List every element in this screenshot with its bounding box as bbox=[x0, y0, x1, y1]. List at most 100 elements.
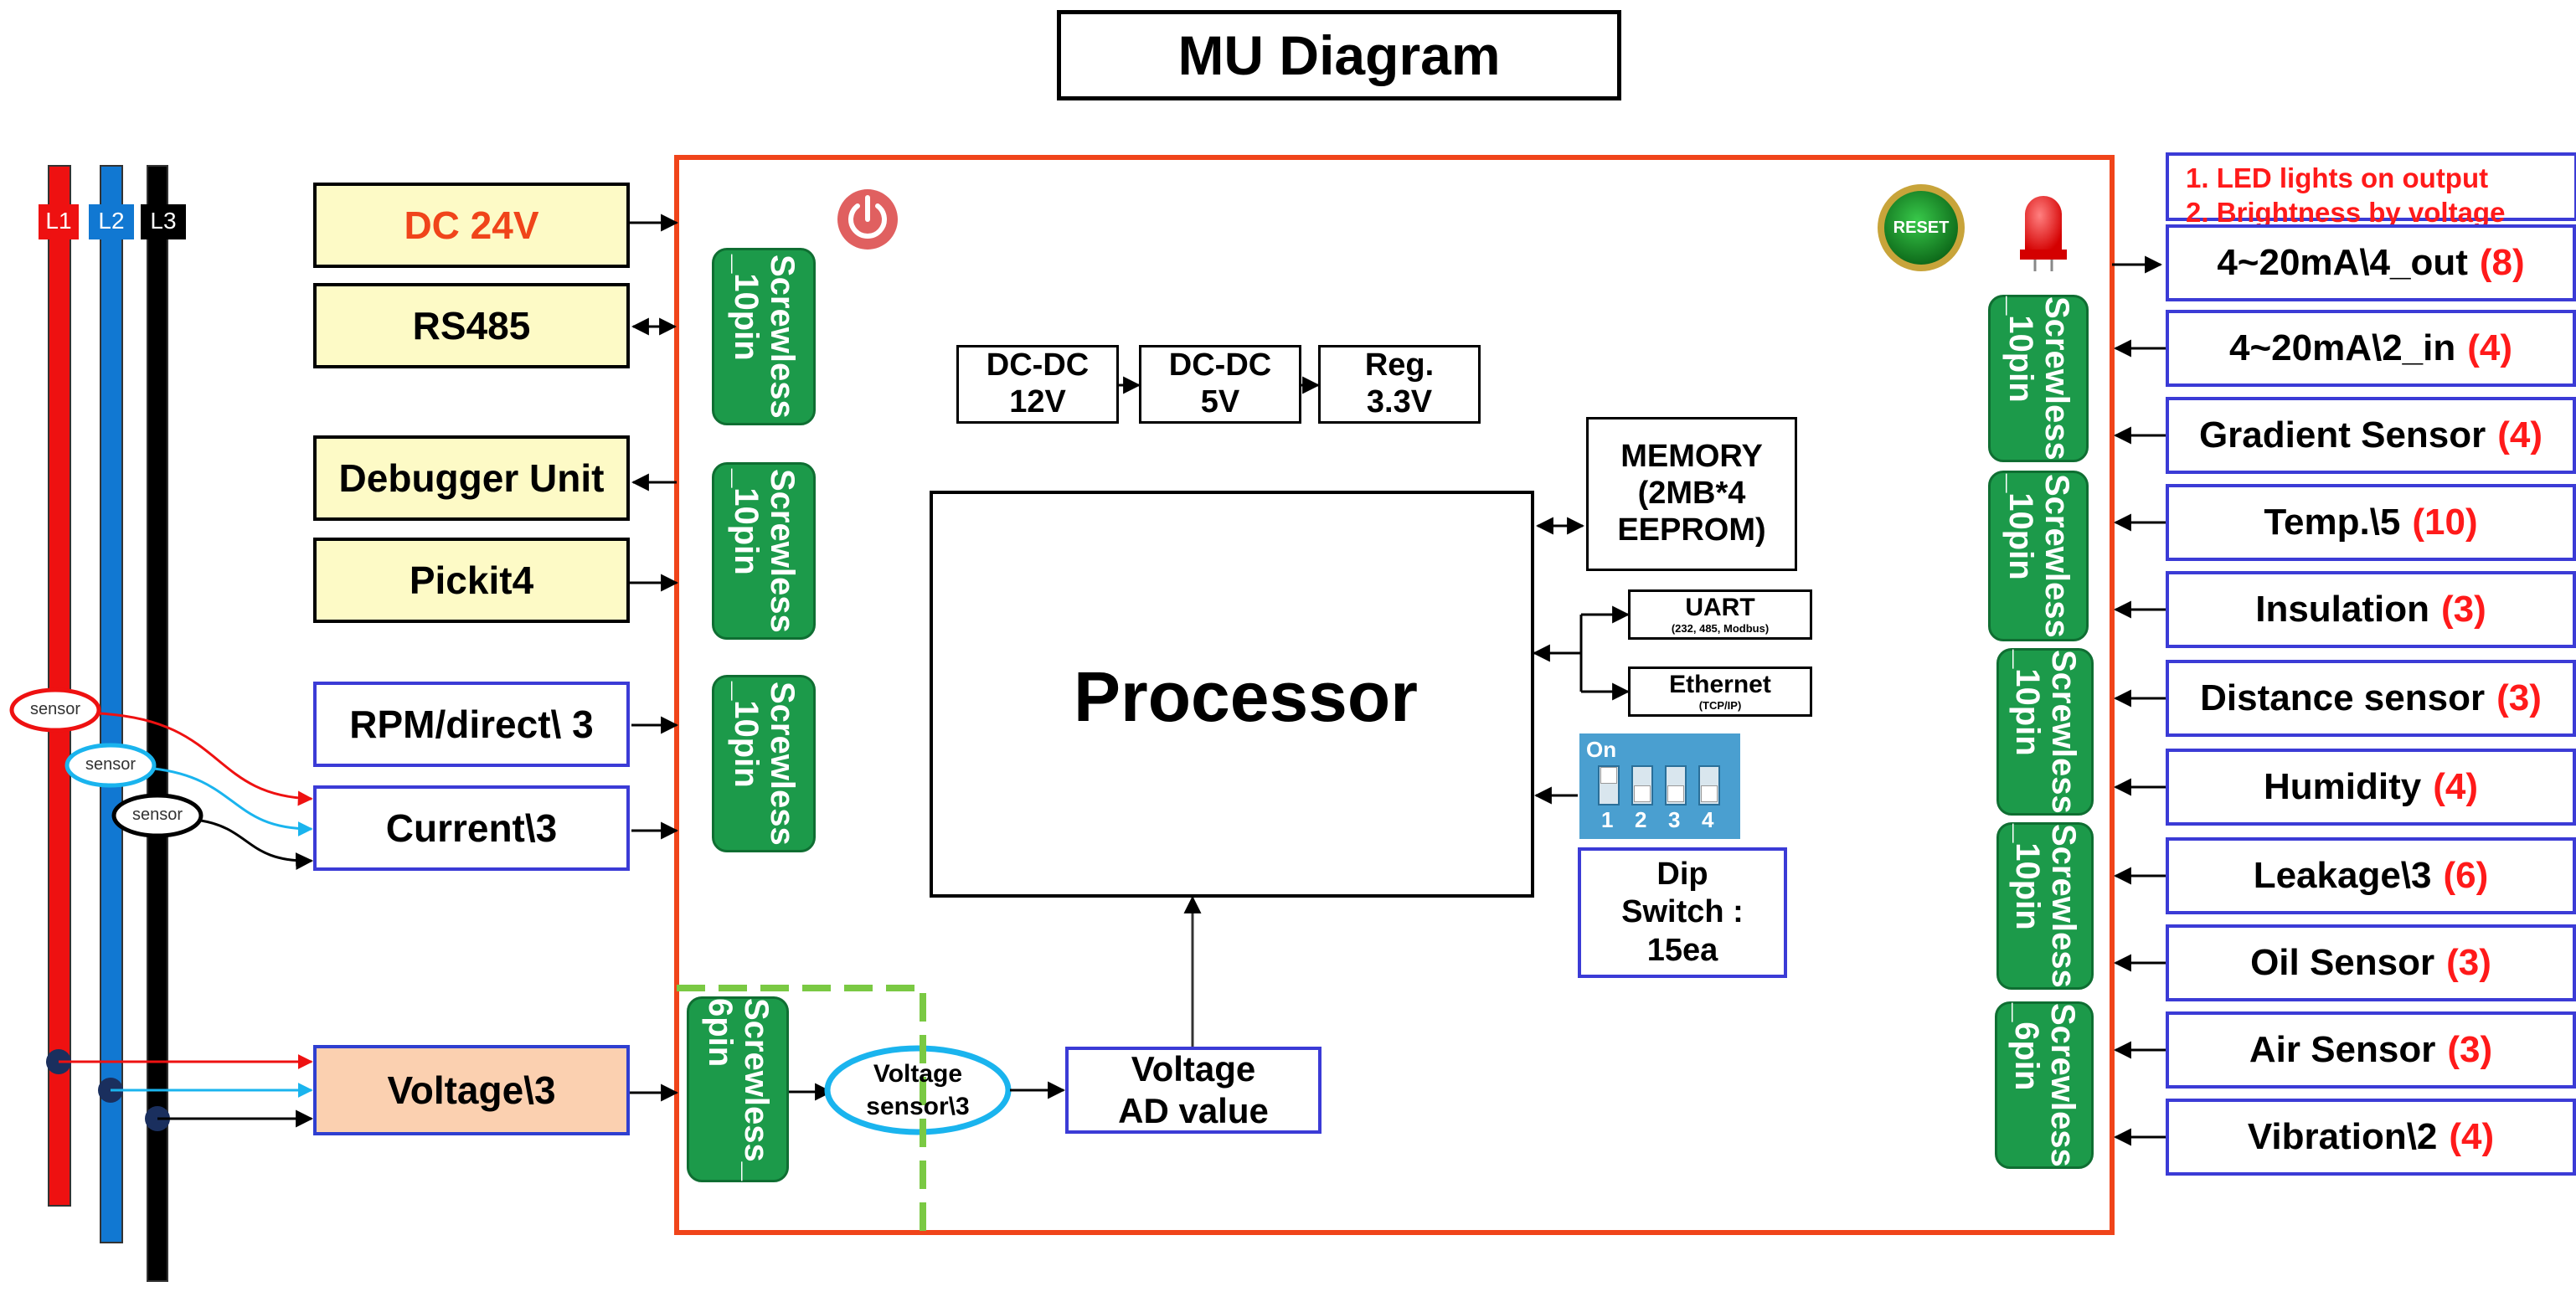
rs485-box: RS485 bbox=[313, 283, 630, 368]
phase-label-l1: L1 bbox=[45, 208, 72, 234]
right-port-box: Gradient Sensor (4) bbox=[2166, 397, 2576, 474]
right-port-count: (4) bbox=[2497, 414, 2543, 455]
reset-button-face bbox=[1884, 191, 1958, 265]
connector-left-10pin-3: Screwless _10pin bbox=[712, 675, 816, 852]
right-port-box: Humidity(4) bbox=[2166, 749, 2576, 826]
right-port-label: Temp.\5 bbox=[2264, 502, 2401, 543]
right-port-count: (4) bbox=[2467, 327, 2513, 368]
voltage-sensor-ellipse bbox=[824, 1045, 1012, 1135]
reg-3v3-line1: Reg. bbox=[1364, 347, 1435, 383]
right-port-label: Distance sensor bbox=[2200, 677, 2486, 718]
processor-label: Processor bbox=[1074, 657, 1418, 736]
right-port-count: (4) bbox=[2449, 1116, 2495, 1157]
dcdc-12v-box: DC-DC 12V bbox=[956, 345, 1119, 424]
voltage-ad-box: Voltage AD value bbox=[1065, 1047, 1321, 1134]
ethernet-title: Ethernet bbox=[1669, 671, 1771, 698]
dcdc-5v-line2: 5V bbox=[1200, 384, 1240, 419]
right-port-box: Leakage\3 (6) bbox=[2166, 837, 2576, 914]
right-port-count: (10) bbox=[2412, 502, 2478, 543]
sensor-tag-l1: sensor bbox=[29, 700, 81, 718]
led-icon bbox=[2025, 196, 2062, 251]
connector-left-6pin: Screwless_ 6pin bbox=[687, 996, 789, 1182]
right-port-label: Insulation bbox=[2255, 589, 2429, 630]
dcdc-5v-line1: DC-DC bbox=[1168, 347, 1272, 383]
phase-label-bg-l3 bbox=[141, 204, 186, 239]
dip-switch-icon: On 1 2 3 4 bbox=[1579, 733, 1740, 839]
phase-label-l3: L3 bbox=[150, 208, 177, 234]
dip-knob-4 bbox=[1701, 785, 1718, 802]
right-port-count: (3) bbox=[2446, 942, 2491, 983]
voltage-sensor-label: Voltage sensor\3 bbox=[831, 1052, 1005, 1129]
uart-subtitle: (232, 485, Modbus) bbox=[1671, 622, 1770, 635]
reset-button-label: RESET bbox=[1893, 218, 1950, 237]
right-port-label: Leakage\3 bbox=[2253, 855, 2432, 896]
voltage-input-box: Voltage\3 bbox=[313, 1045, 630, 1135]
connector-left-10pin-2: Screwless _10pin bbox=[712, 462, 816, 640]
dcdc-12v-line2: 12V bbox=[1009, 384, 1066, 419]
dip-num-2: 2 bbox=[1635, 807, 1647, 832]
right-port-box: Insulation(3) bbox=[2166, 571, 2576, 648]
debugger-unit-box: Debugger Unit bbox=[313, 435, 630, 521]
right-port-count: (3) bbox=[2496, 677, 2542, 718]
right-port-box: Air Sensor (3) bbox=[2166, 1011, 2576, 1089]
memory-line1: MEMORY bbox=[1620, 439, 1763, 475]
voltage-sensor-line2: sensor\3 bbox=[866, 1093, 970, 1120]
ethernet-subtitle: (TCP/IP) bbox=[1698, 699, 1742, 712]
sensor-line-cyan bbox=[153, 767, 313, 836]
sensor-ellipse-l1 bbox=[9, 687, 101, 733]
uart-box: UART (232, 485, Modbus) bbox=[1628, 589, 1812, 640]
phase-bar-l2 bbox=[100, 165, 123, 1243]
right-port-label: 4~20mA\4_out bbox=[2217, 242, 2468, 283]
voltage-ad-line1: Voltage bbox=[1131, 1048, 1256, 1089]
sensor-tag-l3: sensor bbox=[131, 805, 183, 824]
dip-switch-line1: Dip bbox=[1656, 856, 1708, 892]
dip-on-label: On bbox=[1586, 737, 1617, 762]
dip-knob-1 bbox=[1600, 767, 1617, 784]
phase-label-bg-l2 bbox=[89, 204, 134, 239]
led-note-line1: 1. LED lights on output bbox=[2186, 162, 2489, 193]
connector-right-10pin-4: Screwless _10pin bbox=[1996, 822, 2094, 990]
right-port-box: Oil Sensor (3) bbox=[2166, 924, 2576, 1001]
dip-num-1: 1 bbox=[1601, 807, 1614, 832]
dc24v-box: DC 24V bbox=[313, 183, 630, 268]
right-port-label: Air Sensor bbox=[2249, 1029, 2436, 1070]
reg-3v3-box: Reg. 3.3V bbox=[1318, 345, 1481, 424]
reg-3v3-line2: 3.3V bbox=[1366, 384, 1433, 419]
dip-knob-3 bbox=[1667, 785, 1684, 802]
sensor-tag-l2: sensor bbox=[85, 755, 137, 774]
right-port-box: 4~20mA\2_in (4) bbox=[2166, 310, 2576, 387]
right-port-label: 4~20mA\2_in bbox=[2228, 327, 2456, 368]
memory-box: MEMORY (2MB*4 EEPROM) bbox=[1586, 417, 1797, 571]
pickit4-box: Pickit4 bbox=[313, 538, 630, 623]
voltage-ad-line2: AD value bbox=[1118, 1091, 1269, 1130]
led-note-box: 1. LED lights on output 2. Brightness by… bbox=[2166, 152, 2576, 228]
power-icon-glyph bbox=[848, 203, 887, 239]
right-port-label: Oil Sensor bbox=[2250, 942, 2435, 983]
right-port-count: (3) bbox=[2447, 1029, 2493, 1070]
rpm-direct-box: RPM/direct\ 3 bbox=[313, 682, 630, 767]
dip-knob-2 bbox=[1634, 785, 1651, 802]
ethernet-box: Ethernet (TCP/IP) bbox=[1628, 667, 1812, 717]
dcdc-5v-box: DC-DC 5V bbox=[1139, 345, 1301, 424]
right-port-label: Vibration\2 bbox=[2247, 1116, 2438, 1157]
dip-switch-line2: Switch : bbox=[1621, 894, 1744, 930]
dcdc-12v-line1: DC-DC bbox=[986, 347, 1090, 383]
sensor-ellipse-l2 bbox=[64, 743, 157, 788]
uart-title: UART bbox=[1685, 594, 1755, 621]
right-port-count: (6) bbox=[2443, 855, 2489, 896]
right-port-label: Humidity bbox=[2263, 766, 2422, 807]
processor-box bbox=[930, 491, 1534, 898]
right-port-label: Gradient Sensor bbox=[2198, 414, 2486, 455]
dip-switch-line3: 15ea bbox=[1646, 932, 1718, 968]
right-port-box: Temp.\5 (10) bbox=[2166, 484, 2576, 561]
right-input-arrows bbox=[2113, 339, 2166, 1146]
voltage-sensor-line1: Voltage bbox=[873, 1060, 963, 1088]
phase-label-l2: L2 bbox=[98, 208, 125, 234]
phase-label-bg-l1 bbox=[39, 204, 79, 239]
sensor-ellipse-l3 bbox=[111, 793, 204, 838]
connector-right-10pin-1: Screwless _10pin bbox=[1988, 295, 2089, 462]
phase-bar-l1 bbox=[48, 165, 71, 1207]
right-port-count: (8) bbox=[2479, 242, 2525, 283]
led-base bbox=[2020, 250, 2067, 260]
dip-num-3: 3 bbox=[1668, 807, 1681, 832]
